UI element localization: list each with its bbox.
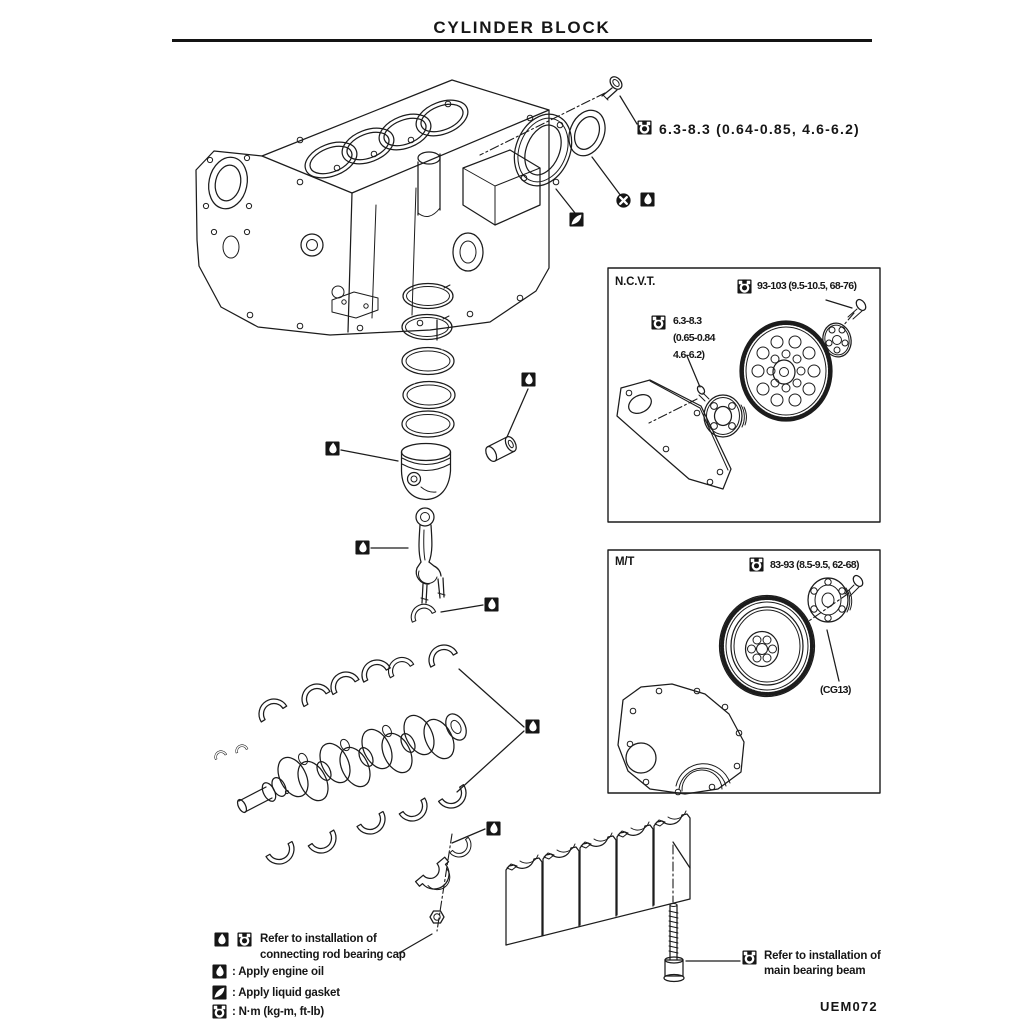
engine-code-label: (CG13) — [820, 684, 851, 696]
ncvt-box-title: N.C.V.T. — [615, 276, 656, 288]
mt-box-title: M/T — [615, 556, 635, 568]
liquid-gasket-icon — [212, 985, 227, 1000]
connecting-rod — [415, 507, 446, 604]
crankshaft — [236, 713, 467, 814]
ncvt-drive-plate-torque-label: 93-103 (9.5-10.5, 68-76) — [757, 280, 857, 292]
legend-engine-oil-text: : Apply engine oil — [232, 966, 324, 978]
replace-part-icon — [616, 193, 631, 208]
rear-oil-seal-retainer — [513, 113, 573, 187]
main-bearings-upper — [252, 639, 458, 723]
engine-oil-icon — [521, 372, 536, 387]
torque-icon — [651, 315, 666, 330]
main-bearings-lower — [265, 783, 473, 871]
beam-note-line2: main bearing beam — [764, 965, 866, 977]
rear-oil-seal — [568, 109, 606, 157]
title-underline — [172, 39, 872, 42]
mt-pilot-disc — [807, 577, 853, 623]
engine-oil-icon — [325, 441, 340, 456]
retainer-bolt — [601, 76, 623, 101]
legend-torque-unit-text: : N·m (kg-m, ft-lb) — [232, 1006, 325, 1018]
engine-oil-icon — [484, 597, 499, 612]
thrust-washers — [212, 742, 249, 760]
torque-icon — [637, 120, 652, 135]
page-title: CYLINDER BLOCK — [433, 18, 611, 37]
piston-pin — [485, 435, 517, 463]
engine-oil-icon — [355, 540, 370, 555]
ncvt-gusset-torque-line3: 4.6-6.2) — [673, 349, 705, 361]
ncvt-gusset-bolt — [696, 385, 710, 402]
torque-icon — [742, 950, 757, 965]
ncvt-drive-plate-bolt — [847, 298, 867, 320]
rod-cap-note-line2: connecting rod bearing cap — [260, 949, 406, 961]
engine-oil-icon — [212, 964, 227, 979]
engine-oil-icon — [214, 932, 229, 947]
beam-note-line1: Refer to installation of — [764, 950, 881, 962]
torque-icon — [737, 279, 752, 294]
ncvt-adapter-pulley — [703, 394, 747, 438]
torque-icon — [237, 932, 252, 947]
engine-oil-icon — [525, 719, 540, 734]
engine-block — [195, 79, 550, 341]
rod-bearing-upper — [406, 599, 437, 623]
engine-oil-icon — [486, 821, 501, 836]
figure-code: UEM072 — [820, 999, 878, 1014]
rod-cap-note-line1: Refer to installation of — [260, 933, 377, 945]
mt-flywheel — [718, 594, 816, 698]
piston-ring-set — [401, 278, 459, 438]
torque-icon — [749, 557, 764, 572]
main-bearing-beam-bolt — [663, 844, 685, 983]
mt-flywheel-torque-label: 83-93 (8.5-9.5, 62-68) — [770, 559, 860, 571]
ncvt-box — [607, 267, 881, 523]
liquid-gasket-icon — [569, 212, 584, 227]
mt-back-plate — [617, 683, 745, 796]
ncvt-gusset — [616, 379, 732, 490]
ncvt-gusset-torque-line1: 6.3-8.3 — [673, 315, 702, 327]
main-bearing-beam — [505, 810, 691, 946]
ncvt-reinforcement-washer — [822, 322, 852, 358]
ncvt-gusset-torque-line2: (0.65-0.84 — [673, 332, 715, 344]
engine-oil-icon — [640, 192, 655, 207]
mt-flywheel-bolt — [844, 574, 864, 597]
piston — [400, 442, 452, 501]
ncvt-drive-plate — [739, 320, 833, 422]
legend-liquid-gasket-text: : Apply liquid gasket — [232, 987, 340, 999]
mt-box — [607, 549, 881, 796]
leader-lines — [340, 92, 855, 962]
torque-icon — [212, 1004, 227, 1019]
seal-bolt-torque-label: 6.3-8.3 (0.64-0.85, 4.6-6.2) — [659, 121, 860, 137]
rod-bearing-cap-assembly — [414, 833, 477, 932]
